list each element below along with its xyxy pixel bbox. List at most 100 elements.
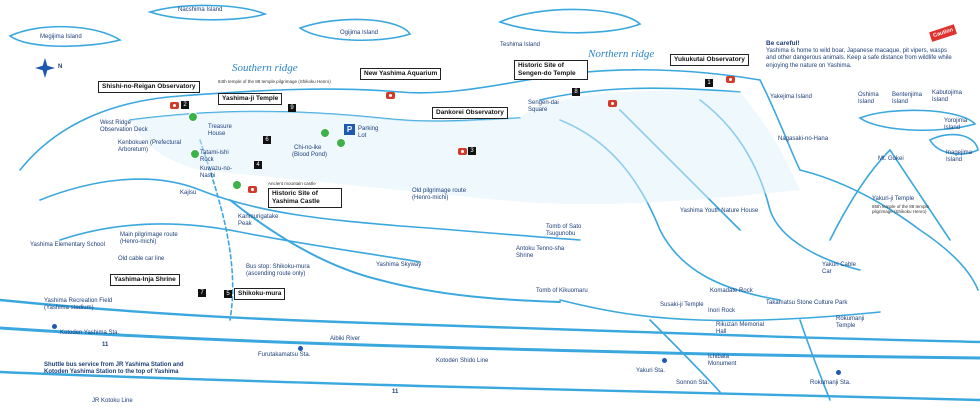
station-dot	[298, 346, 303, 351]
label-tatami-ishi: Tatami-ishi Rock	[200, 150, 229, 163]
label-kuwazu: Kuwazu-no-Nashi	[200, 166, 233, 179]
marker-1: 1	[705, 79, 713, 87]
marker-4: 4	[254, 161, 262, 169]
label-kabutojima: Kabutojima Island	[932, 90, 963, 103]
island-teshima	[497, 8, 642, 34]
notice-body: Yashima is home to wild boar, Japanese m…	[766, 47, 952, 69]
label-recreation: Yashima Recreation Field (Yashima stadiu…	[44, 298, 113, 311]
label-shuttle: Shuttle bus service from JR Yashima Stat…	[44, 362, 184, 375]
photo-spot-icon	[726, 76, 735, 83]
label-chi-no-ike-sub: (Blood Pond)	[292, 152, 328, 158]
label-rokumanji: Rokumanji Temple	[836, 316, 865, 329]
marker-6: 6	[263, 136, 271, 144]
label-yorojima: Yorojima Island	[944, 118, 968, 131]
label-ogijima: Ogijima Island	[340, 30, 379, 36]
label-aibiki: Aibiki River	[330, 336, 361, 342]
compass-north: N	[58, 64, 63, 70]
castle-subtitle: Ancient mountain castle	[268, 181, 316, 186]
label-benten: Bentenjima Island	[892, 92, 923, 105]
label-west-ridge: West Ridge Observation Deck	[100, 120, 148, 133]
box-aquarium[interactable]: New Yashima Aquarium	[360, 68, 442, 80]
label-kanmurigatake: Kanmurigatake Peak	[238, 214, 279, 227]
island-north-group	[858, 109, 977, 131]
label-rokumanji-sta: Rokumanji Sta.	[810, 380, 851, 386]
label-yakuri-sub: 85th temple of the 88 temple pilgrimage …	[872, 204, 930, 214]
label-kotoden-shido: Kotoden Shido Line	[436, 358, 489, 364]
station-dot	[836, 370, 841, 375]
marker-8: 8	[572, 88, 580, 96]
marker-5: 5	[224, 290, 232, 298]
restroom-icon	[320, 128, 330, 138]
northern-ridge-line	[539, 87, 741, 101]
label-inori: Inori Rock	[708, 308, 736, 314]
label-komadate: Komadate Rock	[710, 288, 753, 294]
label-sengen-square: Sengen-dai Square	[528, 100, 559, 113]
marker-2: 2	[181, 101, 189, 109]
compass-rose	[35, 58, 55, 78]
label-nacshima: Nacshima Island	[178, 7, 223, 13]
label-skyway: Yashima Skyway	[376, 262, 422, 268]
label-megijima: Megijima Island	[40, 34, 82, 40]
label-kajisu: Kajisu	[180, 190, 197, 196]
box-dankorei-observatory[interactable]: Dankorei Observatory	[432, 107, 508, 119]
label-bus-stop: Bus stop: Shikoku-mura (ascending route …	[246, 264, 310, 277]
island-megijima	[8, 25, 122, 48]
label-takamatsu-park: Takamatsu Stone Culture Park	[766, 300, 848, 306]
label-sonnon-sta: Sonnon Sta.	[676, 380, 710, 386]
island-nacshima	[147, 4, 268, 21]
restroom-icon	[190, 149, 200, 159]
label-yakejima: Yakejima Island	[770, 94, 812, 100]
box-yashimaji-temple[interactable]: Yashima-ji Temple	[218, 93, 283, 105]
label-nagasaki: Nagasaki-no-Hana	[778, 136, 829, 142]
northern-ridge-label: Northern ridge	[588, 48, 655, 60]
label-yakuri: Yakuri-ji Temple	[872, 196, 915, 202]
photo-spot-icon	[170, 102, 179, 109]
label-old-route: Old pilgrimage route (Henro-michi)	[412, 188, 467, 201]
photo-spot-icon	[608, 100, 617, 107]
box-shishi-observatory[interactable]: Shishi-no-Reigan Observatory	[98, 81, 200, 93]
label-elementary: Yashima Elementary School	[30, 242, 105, 248]
marker-7: 7	[198, 289, 206, 297]
photo-spot-icon	[386, 92, 395, 99]
label-inagejima: Inagejima Island	[946, 150, 973, 163]
route-11-west: 11	[102, 342, 109, 348]
label-tomb-sato: Tomb of Sato Tsugunobu	[546, 224, 582, 237]
marker-9: 9	[288, 104, 296, 112]
island-ogijima	[298, 18, 412, 41]
ridge-outline	[19, 68, 801, 171]
restroom-icon	[232, 180, 242, 190]
label-yakuri-sta: Yakuri Sta.	[636, 368, 665, 374]
label-mt-gokei: Mt. Gokei	[878, 156, 904, 162]
label-furutakamatsu: Furutakamatsu Sta.	[258, 352, 311, 358]
station-dot	[52, 324, 57, 329]
label-chi-no-ike: Chi-no-ike	[294, 145, 322, 151]
island-yorojima	[928, 133, 979, 155]
label-jr-kotoku: JR Kotoku Line	[92, 398, 133, 404]
caution-notice: Be careful! Yashima is home to wild boar…	[766, 40, 952, 70]
label-parking: Parking Lot	[358, 126, 379, 139]
label-main-route: Main pilgrimage route (Henro-michi)	[120, 232, 178, 245]
photo-spot-icon	[458, 148, 467, 155]
box-shikokumura[interactable]: Shikoku-mura	[234, 288, 286, 300]
box-sengendo[interactable]: Historic Site of Sengen-do Temple	[514, 60, 588, 80]
parking-icon: P	[344, 124, 355, 135]
southern-ridge-label: Southern ridge	[232, 62, 298, 74]
box-yashima-castle[interactable]: Historic Site of Yashima Castle	[268, 188, 342, 208]
label-teshima: Teshima Island	[500, 42, 541, 48]
label-susaki: Susaki-ji Temple	[660, 302, 704, 308]
label-kenbokuen: Kenbokuen (Prefectural Arboretum)	[118, 140, 182, 153]
restroom-icon	[188, 112, 198, 122]
station-dot	[662, 358, 667, 363]
label-oshima: Oshima Island	[858, 92, 879, 105]
box-yukukutai-observatory[interactable]: Yukukutai Observatory	[670, 54, 749, 66]
notice-title: Be careful!	[766, 40, 800, 47]
label-tomb-kikuomaru: Tomb of Kikuomaru	[536, 288, 588, 294]
label-treasure-house: Treasure House	[208, 124, 232, 137]
photo-spot-icon	[248, 186, 257, 193]
label-rikuzan: Rikuzan Memorial Hall	[716, 322, 765, 335]
label-yakuri-cable: Yakuri Cable Car	[822, 262, 856, 275]
route-11-east: 11	[392, 389, 399, 395]
box-inja-shrine[interactable]: Yashima-Inja Shrine	[110, 274, 180, 286]
